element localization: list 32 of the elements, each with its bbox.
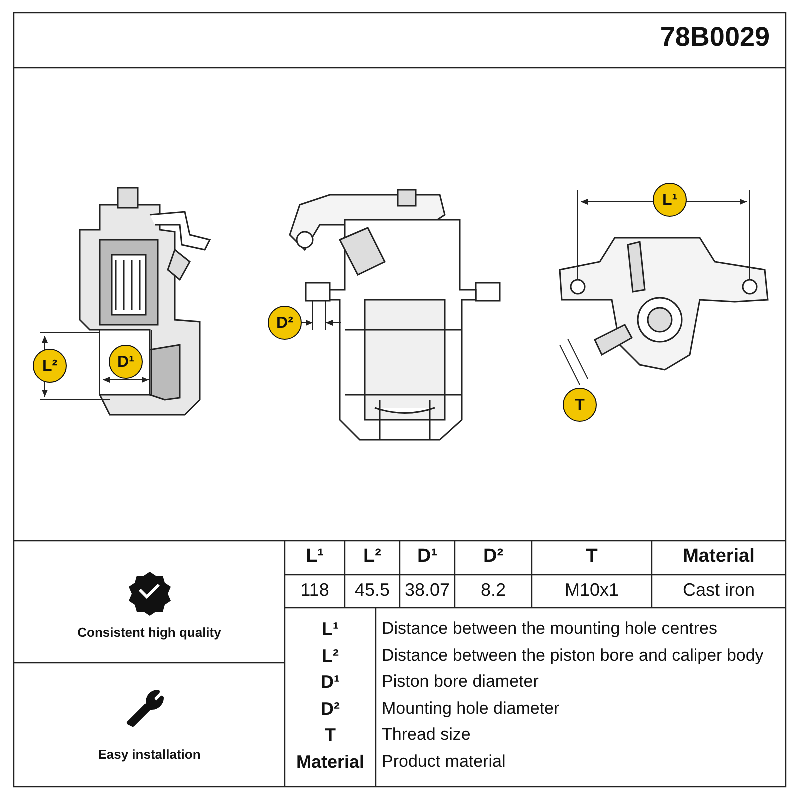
column-header: T — [585, 546, 599, 568]
dimension-symbol: D² — [320, 698, 341, 720]
dimension-callout: L¹ — [653, 183, 687, 217]
column-header: D¹ — [416, 546, 439, 568]
column-header: D² — [482, 546, 505, 568]
dimension-symbol: T — [324, 725, 337, 746]
dimension-description: Thread size — [382, 725, 472, 745]
dimension-symbol: L² — [321, 646, 340, 666]
dimension-value: 38.07 — [404, 580, 452, 601]
dimension-value: 8.2 — [480, 580, 508, 601]
dimension-callout: T — [563, 388, 597, 422]
column-header: L² — [362, 546, 382, 568]
dimension-description: Piston bore diameter — [382, 672, 540, 692]
column-header: Material — [682, 546, 756, 568]
dimension-symbol: Material — [295, 752, 366, 772]
dimension-value: Cast iron — [682, 580, 756, 601]
dimension-value: 118 — [300, 580, 330, 601]
feature-caption: Consistent high quality — [76, 625, 222, 640]
feature-caption: Easy installation — [97, 747, 202, 762]
dimension-symbol: L¹ — [321, 619, 340, 640]
dimension-description: Distance between the piston bore and caliper body — [382, 646, 765, 666]
dimension-callout: L² — [33, 349, 67, 383]
dimension-description: Distance between the mounting hole centres — [382, 619, 718, 639]
dimension-value: 45.5 — [354, 580, 392, 601]
part-number: 78B0029 — [659, 22, 770, 53]
dimension-callout: D² — [268, 306, 302, 340]
dimension-description: Mounting hole diameter — [382, 698, 561, 718]
dimension-callout: D¹ — [109, 345, 143, 379]
dimension-description: Product material — [382, 752, 507, 772]
dimension-value: M10x1 — [564, 580, 620, 601]
column-header: L¹ — [305, 546, 325, 568]
dimension-symbol: D¹ — [320, 672, 341, 693]
